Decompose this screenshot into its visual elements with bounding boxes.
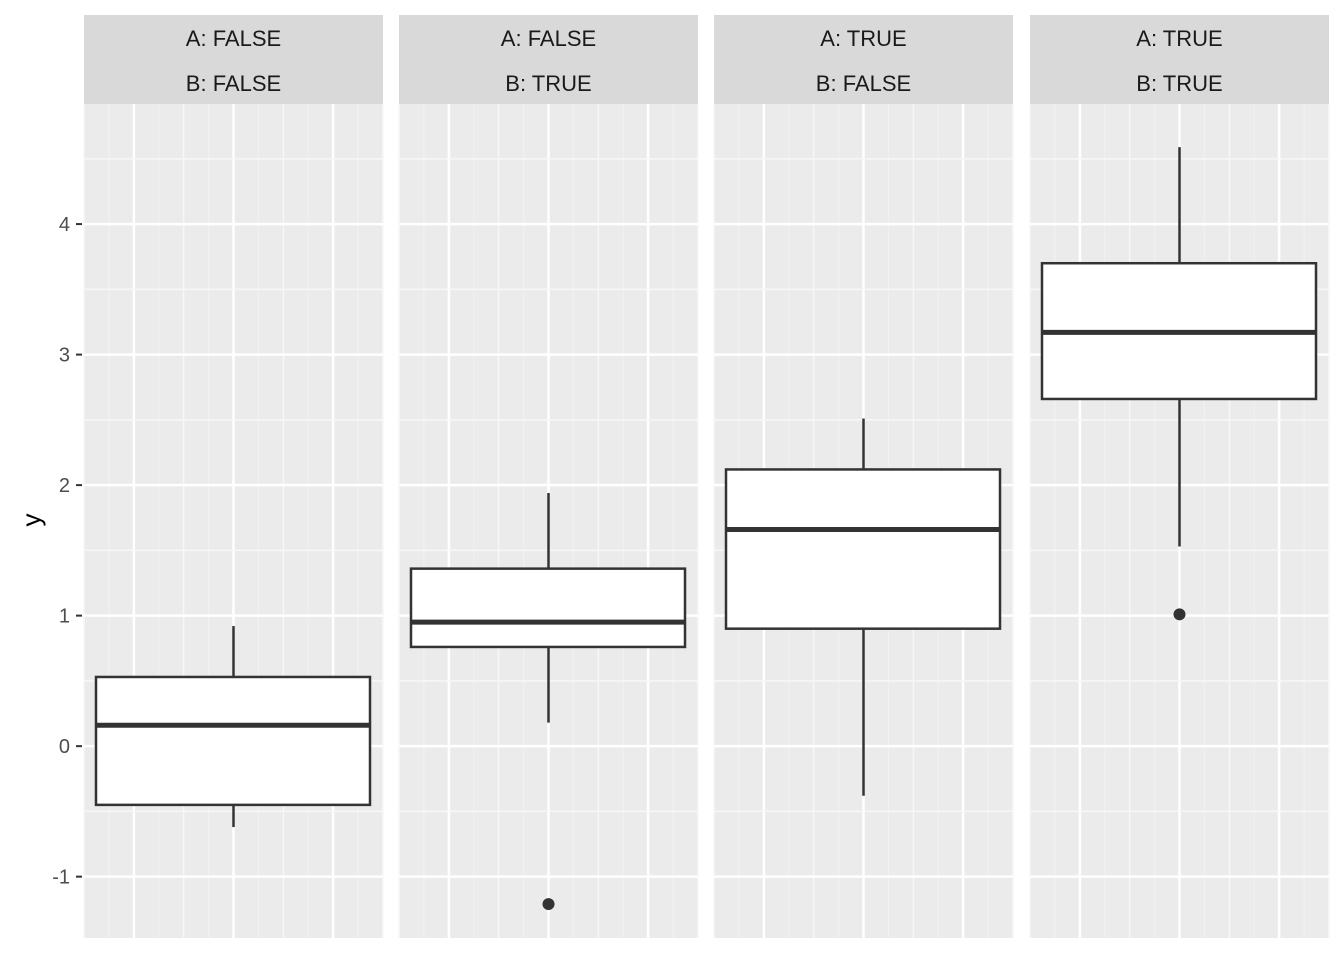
facet-panels: A: FALSE B: FALSE A: FALSE B: TRUE A: TRUE B:…: [83, 15, 1330, 938]
facet-strip-label-a: A: TRUE: [1136, 26, 1222, 51]
y-tick-label: 4: [59, 214, 70, 236]
box-iqr: [724, 468, 1002, 630]
facet-strip: [714, 15, 1013, 104]
facet-strip: [1030, 15, 1329, 104]
facet-strip-label-b: B: FALSE: [816, 71, 911, 96]
y-tick-label: 2: [59, 475, 70, 497]
facet-strip: [399, 15, 698, 104]
y-tick-label: 1: [59, 606, 70, 628]
facet-strip-label-b: B: TRUE: [505, 71, 591, 96]
facet-strip-label-a: A: FALSE: [186, 26, 281, 51]
box-iqr: [94, 675, 372, 807]
y-tick-label: -1: [52, 867, 70, 889]
facet-strip-label-a: A: TRUE: [820, 26, 906, 51]
outlier-point: [542, 898, 555, 911]
facet-panel: A: FALSE B: FALSE: [83, 15, 384, 938]
facet-panel: A: TRUE B: TRUE: [1029, 15, 1330, 938]
facet-strip-label-a: A: FALSE: [501, 26, 596, 51]
y-axis-title: y: [16, 514, 46, 527]
facet-strip-label-b: B: FALSE: [186, 71, 281, 96]
outlier-point: [1173, 608, 1186, 621]
facet-strip: [84, 15, 383, 104]
y-axis: -1 0 1 2 3 4: [52, 214, 82, 889]
y-tick-label: 3: [59, 345, 70, 367]
y-tick-label: 0: [59, 736, 70, 758]
box-iqr: [409, 567, 687, 649]
facet-strip-label-b: B: TRUE: [1136, 71, 1222, 96]
facet-panel: A: TRUE B: FALSE: [713, 15, 1014, 938]
facet-panel: A: FALSE B: TRUE: [398, 15, 699, 938]
